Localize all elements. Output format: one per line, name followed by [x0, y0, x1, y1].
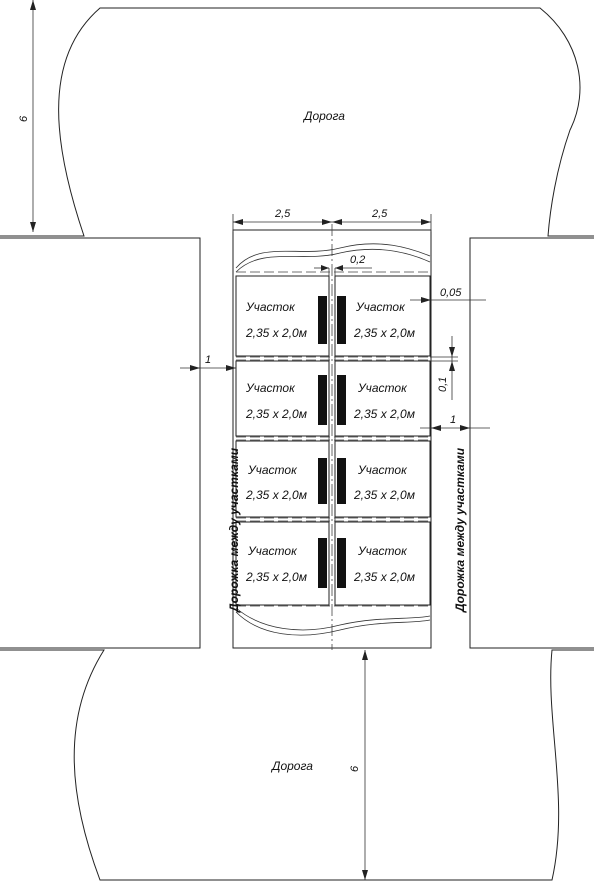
plot-title: Участок: [355, 300, 406, 314]
path-left-outline: [0, 237, 201, 649]
road-top-label: Дорога: [302, 109, 345, 123]
plot-rects: [235, 275, 431, 606]
divider-bar: [318, 296, 327, 344]
divider-bar: [337, 296, 346, 344]
plot-size: 2,35 х 2,0м: [245, 407, 307, 421]
road-bottom-outline: [0, 649, 594, 881]
dim-edge-gap-label: 0,05: [440, 287, 462, 299]
dim-path-right: 1: [420, 414, 490, 431]
dim-road-bottom: 6: [349, 650, 368, 880]
dim-center-gap-label: 0,2: [350, 254, 365, 266]
divider-bar: [337, 375, 346, 425]
plot-size: 2,35 х 2,0м: [353, 407, 415, 421]
dim-bed-width-left: 2,5: [274, 208, 291, 220]
dim-center-gap: 0,2: [314, 254, 372, 271]
divider-bar: [318, 538, 327, 588]
bed-bottom-wave-2: [235, 607, 431, 631]
dim-edge-gap: 0,05: [410, 287, 486, 303]
plot-title: Участок: [247, 544, 298, 558]
bed-top-wave: [235, 243, 431, 269]
dim-road-top: 6: [18, 0, 36, 232]
plot-dividers: [318, 296, 346, 588]
divider-bar: [337, 458, 346, 504]
row-separators: [236, 356, 430, 522]
divider-bar: [318, 458, 327, 504]
road-top-outline: [0, 7, 594, 237]
dim-path-right-label: 1: [450, 414, 456, 426]
plot-size: 2,35 х 2,0м: [353, 488, 415, 502]
plot-title: Участок: [357, 544, 408, 558]
bed-top-wave-2: [235, 248, 431, 273]
divider-bar: [318, 375, 327, 425]
dim-row-gap: 0,1: [430, 336, 458, 400]
dim-path-left: 1: [180, 354, 236, 371]
dim-road-bottom-label: 6: [349, 765, 361, 772]
path-left-label: Дорожка между участками: [227, 447, 241, 613]
plot-size: 2,35 х 2,0м: [245, 488, 307, 502]
dim-bed-widths: 2,5 2,5: [232, 208, 432, 232]
plot-labels: Участок 2,35 х 2,0м Участок 2,35 х 2,0м …: [245, 300, 415, 584]
dim-road-top-label: 6: [18, 115, 30, 122]
plot-size: 2,35 х 2,0м: [245, 326, 307, 340]
plot-title: Участок: [245, 300, 296, 314]
plot-title: Участок: [247, 463, 298, 477]
dim-row-gap-label: 0,1: [437, 377, 449, 392]
plot-size: 2,35 х 2,0м: [353, 326, 415, 340]
dim-bed-width-right: 2,5: [371, 208, 388, 220]
plot-title: Участок: [357, 463, 408, 477]
plot-size: 2,35 х 2,0м: [353, 570, 415, 584]
path-right-outline: [469, 237, 594, 649]
divider-bar: [337, 538, 346, 588]
plot-title: Участок: [245, 381, 296, 395]
road-bottom-label: Дорога: [270, 759, 313, 773]
dim-path-left-label: 1: [205, 354, 211, 366]
path-right-label: Дорожка между участками: [453, 447, 467, 613]
plot-title: Участок: [357, 381, 408, 395]
plot-size: 2,35 х 2,0м: [245, 570, 307, 584]
bed-bottom-wave: [235, 611, 431, 636]
